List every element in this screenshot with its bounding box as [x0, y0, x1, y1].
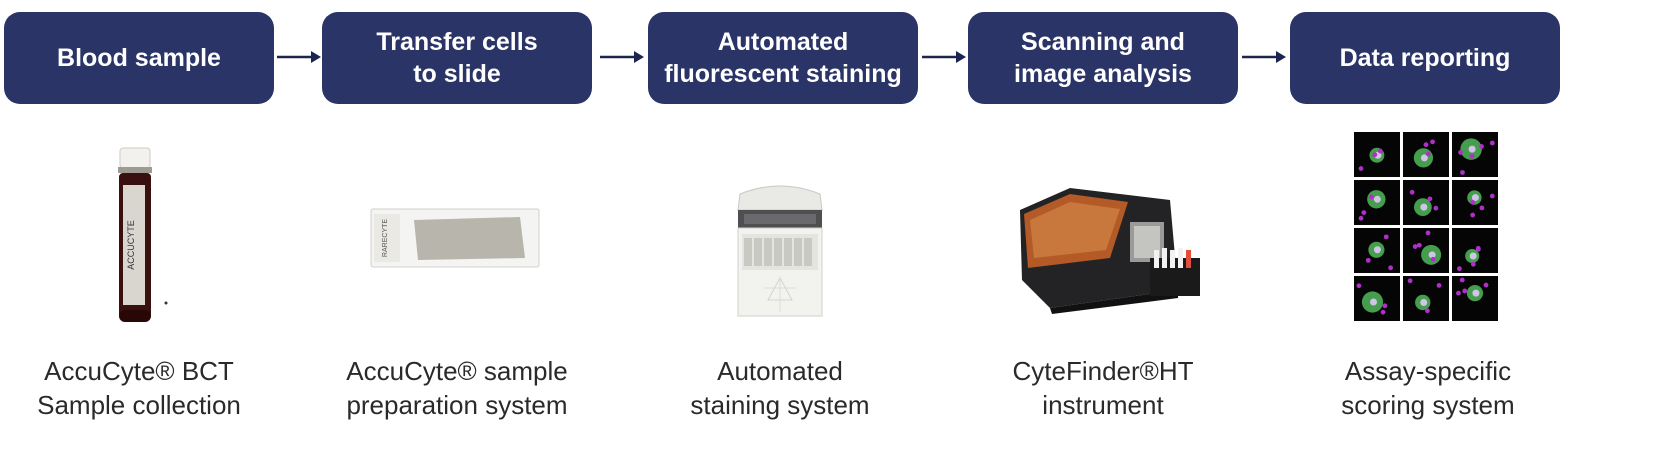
step-title-line: Data reporting [1339, 44, 1511, 72]
step-title-line: image analysis [1014, 60, 1192, 88]
caption-scoring-system: Assay-specific scoring system [1278, 354, 1578, 422]
blood-tube-image: ACCUCYTE [118, 147, 168, 322]
flow-arrow-icon [922, 51, 966, 63]
stainer-instrument-image [737, 185, 823, 317]
caption-line: preparation system [346, 390, 568, 420]
slide-label-text: RARECYTE [382, 219, 389, 257]
caption-staining-system: Automated staining system [630, 354, 930, 422]
flow-arrow-icon [600, 51, 644, 63]
step-title-line: Transfer cells [376, 28, 538, 56]
caption-line: Sample collection [37, 390, 241, 420]
cytefinder-instrument-image [1020, 188, 1200, 314]
flow-arrow-icon [1242, 51, 1286, 63]
step-box-data-reporting: Data reporting [1290, 12, 1560, 104]
caption-line: AccuCyte® BCT [44, 356, 234, 386]
caption-line: CyteFinder®HT [1012, 356, 1194, 386]
caption-line: Automated [717, 356, 843, 386]
step-title-line: to slide [413, 60, 501, 88]
caption-accucyte-prep: AccuCyte® sample preparation system [307, 354, 607, 422]
caption-line: Assay-specific [1344, 356, 1512, 386]
step-box-scanning: Scanning and image analysis [968, 12, 1238, 104]
caption-line: staining system [690, 390, 870, 420]
caption-accucyte-bct: AccuCyte® BCT Sample collection [0, 354, 289, 422]
step-title-line: Scanning and [1021, 28, 1185, 56]
cell-image-grid [1354, 132, 1498, 321]
step-box-automated-staining: Automated fluorescent staining [648, 12, 918, 104]
caption-line: instrument [1042, 390, 1164, 420]
microscope-slide-image: RARECYTE [370, 208, 540, 268]
step-title-line: Automated [717, 28, 849, 56]
step-box-transfer-cells: Transfer cells to slide [322, 12, 592, 104]
step-box-blood-sample: Blood sample [4, 12, 274, 104]
caption-line: AccuCyte® sample [346, 356, 568, 386]
caption-line: scoring system [1341, 390, 1515, 420]
flow-arrow-icon [277, 51, 321, 63]
step-title-line: fluorescent staining [664, 60, 902, 88]
tube-label-text: ACCUCYTE [126, 220, 136, 270]
step-title-line: Blood sample [57, 44, 221, 72]
caption-cytefinder: CyteFinder®HT instrument [953, 354, 1253, 422]
